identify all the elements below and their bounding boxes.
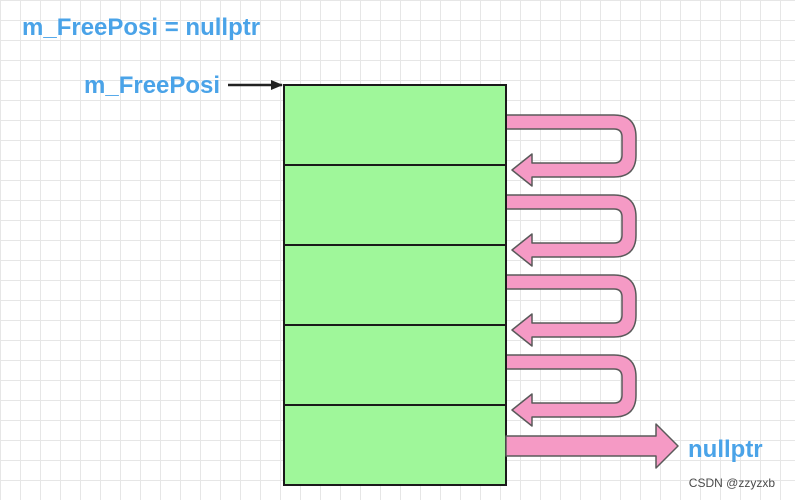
- link-arrow-1: [505, 114, 637, 187]
- memory-blocks-layer: [283, 84, 507, 486]
- watermark: CSDN @zzyzxb: [688, 476, 775, 490]
- memory-block-5: [283, 404, 507, 486]
- link-arrow-3: [505, 274, 637, 347]
- memory-block-1: [283, 84, 507, 166]
- memory-block-4: [283, 324, 507, 406]
- link-arrows-layer: [505, 114, 637, 427]
- memory-block-2: [283, 164, 507, 246]
- memory-block-3: [283, 244, 507, 326]
- link-arrow-2: [505, 194, 637, 267]
- page-title: m_FreePosi = nullptr: [22, 14, 261, 41]
- nullptr-arrow: [505, 423, 679, 469]
- nullptr-label: nullptr: [688, 436, 763, 463]
- link-arrow-4: [505, 354, 637, 427]
- free-pointer-label: m_FreePosi: [84, 72, 221, 99]
